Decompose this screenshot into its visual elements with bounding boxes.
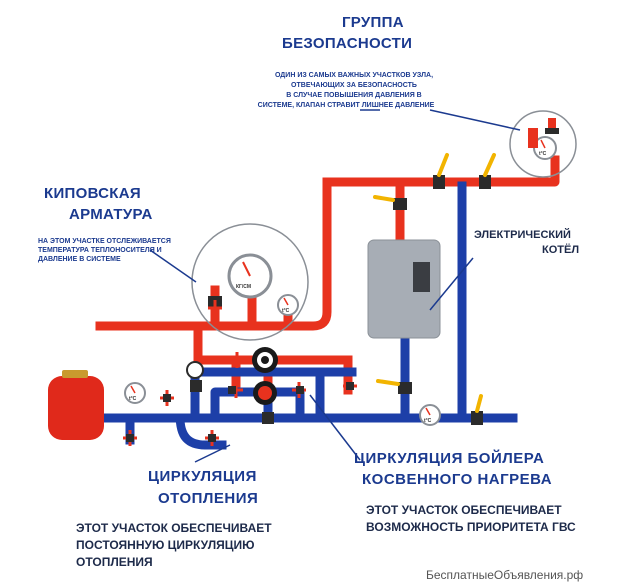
indirect-title-line1: ЦИРКУЛЯЦИЯ БОЙЛЕРА (354, 450, 545, 467)
boiler-label-line2: КОТЁЛ (542, 244, 580, 256)
indirect-title-line2: КОСВЕННОГО НАГРЕВА (362, 471, 553, 488)
safety-title-line1: ГРУППА (342, 14, 404, 31)
ball-valve-icon (190, 175, 491, 425)
safety-desc-line1: ОДИН ИЗ САМЫХ ВАЖНЫХ УЧАСТКОВ УЗЛА, (274, 72, 434, 79)
leader-lines (149, 109, 521, 463)
kip-desc-line1: НА ЭТОМ УЧАСТКЕ ОТСЛЕЖИВАЕТСЯ (38, 238, 171, 245)
indirect-note-line1: ЭТОТ УЧАСТОК ОБЕСПЕЧИВАЕТ (366, 503, 562, 517)
expansion-tank (48, 370, 104, 440)
circulation-pump-indirect (252, 347, 278, 373)
thermo-unit-label-return: t°C (424, 418, 432, 424)
air-vent-icon (186, 361, 204, 379)
kip-title-line1: КИПОВСКАЯ (44, 185, 141, 202)
kip-callout-circle (191, 223, 309, 341)
electric-boiler (367, 239, 441, 339)
heating-title-line1: ЦИРКУЛЯЦИЯ (148, 468, 257, 485)
valve-handle-icon (373, 153, 496, 413)
circulation-pump-heating (253, 381, 277, 405)
safety-valve-icon (528, 118, 559, 148)
pressure-gauge-large (227, 253, 273, 299)
safety-desc-line2: ОТВЕЧАЮЩИХ ЗА БЕЗОПАСНОСТЬ (291, 82, 417, 89)
safety-desc-line3: В СЛУЧАЕ ПОВЫШЕНИЯ ДАВЛЕНИЯ В (286, 92, 422, 99)
gauge-unit-label: КГ/СМ (236, 284, 251, 290)
thermo-unit-label-safety: t°C (539, 151, 547, 157)
safety-title-line2: БЕЗОПАСНОСТИ (282, 35, 413, 52)
kip-desc-line2: ТЕМПЕРАТУРА ТЕПЛОНОСИТЕЛЯ И (38, 247, 162, 254)
heating-note-line1: ЭТОТ УЧАСТОК ОБЕСПЕЧИВАЕТ (76, 521, 272, 535)
safety-callout-circle (509, 110, 577, 178)
heating-note-line2: ПОСТОЯННУЮ ЦИРКУЛЯЦИЮ (76, 538, 255, 552)
heating-title-line2: ОТОПЛЕНИЯ (158, 490, 259, 507)
indirect-note-line2: ВОЗМОЖНОСТЬ ПРИОРИТЕТА ГВС (366, 520, 576, 534)
thermo-unit-label-tank: t°C (129, 396, 137, 402)
thermo-unit-label: t°C (282, 308, 290, 314)
kip-desc-line3: ДАВЛЕНИЕ В СИСТЕМЕ (38, 256, 121, 263)
boiler-label-line1: ЭЛЕКТРИЧЕСКИЙ (474, 229, 571, 241)
heating-note-line3: ОТОПЛЕНИЯ (76, 555, 153, 569)
cold-return-pipes (95, 181, 518, 450)
safety-desc-line4: СИСТЕМЕ, КЛАПАН СТРАВИТ ЛИШНЕЕ ДАВЛЕНИЕ (257, 102, 435, 109)
kip-title-line2: АРМАТУРА (69, 206, 153, 223)
watermark: БесплатныеОбъявления.рф (426, 568, 584, 582)
